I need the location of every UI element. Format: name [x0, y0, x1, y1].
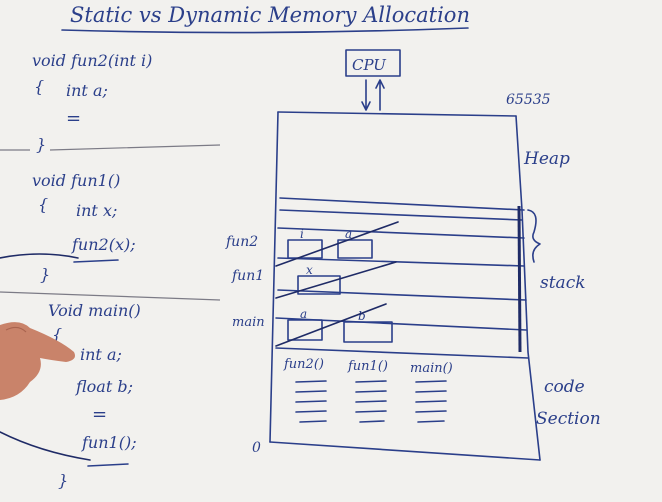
- fun1-call-underline: [73, 259, 119, 263]
- main-close-brace: }: [58, 471, 68, 490]
- stack-label: stack: [540, 273, 586, 293]
- code-main: Void main() { int a; float b; = fun1(); …: [0, 301, 141, 490]
- title: Static vs Dynamic Memory Allocation: [70, 3, 470, 27]
- frame-var-label: b: [358, 309, 366, 323]
- cpu-arrow-up: [375, 79, 385, 111]
- frame-var-box: [343, 321, 393, 343]
- memory-bottom-edge: [269, 441, 541, 461]
- code-fun1: void fun1() { int x; fun2(x); }: [0, 171, 221, 301]
- memory-block: [269, 111, 541, 461]
- code-column-label: fun1(): [347, 359, 388, 374]
- code-lines-main: [415, 380, 447, 423]
- cpu-arrow-down: [361, 79, 371, 111]
- memory-right-edge: [515, 115, 541, 461]
- frame-cross-out: [275, 303, 387, 347]
- fun2-close-brace: }: [36, 135, 46, 154]
- heap-label: Heap: [523, 149, 570, 169]
- code-fun2: void fun2(int i) { int a; = }: [0, 51, 221, 154]
- frame-var-box: [287, 319, 323, 341]
- frame-label-fun2: fun2: [225, 234, 258, 250]
- main-dots: =: [92, 404, 107, 425]
- frame-label-fun1: fun1: [231, 268, 264, 284]
- main-body-call: fun1();: [81, 433, 137, 452]
- fun1-close-brace: }: [40, 265, 50, 284]
- bottom-address: 0: [252, 440, 261, 456]
- frame-var-label: i: [300, 227, 304, 241]
- main-body-float: float b;: [75, 377, 133, 396]
- code-section-label-1: code: [544, 377, 585, 397]
- code-column-label: fun2(): [283, 357, 324, 372]
- fun2-body: int a;: [66, 81, 108, 100]
- frame-var-box: [337, 239, 373, 259]
- stack-frame-main: main a b: [232, 303, 393, 347]
- stack-line: [275, 347, 529, 359]
- pointer-arrow-1: [0, 253, 79, 259]
- title-underline: [61, 27, 469, 34]
- main-call-underline: [87, 463, 129, 467]
- frame-var-box: [297, 275, 341, 295]
- stack-frame-fun2: fun2 i a: [225, 221, 399, 267]
- cpu-label: CPU: [352, 56, 387, 74]
- stack-marker-bar: [517, 205, 522, 353]
- stack-line: [277, 257, 525, 267]
- fun1-header: void fun1(): [32, 171, 120, 190]
- fun1-body-decl: int x;: [76, 201, 117, 220]
- top-address: 65535: [506, 92, 551, 108]
- memory-left-edge: [269, 111, 279, 443]
- stack-brace: [527, 209, 541, 263]
- fun1-open-brace: {: [38, 195, 48, 214]
- code-column-label: main(): [410, 361, 453, 376]
- pointer-arrow-2: [0, 431, 91, 461]
- fun1-body-call: fun2(x);: [71, 235, 136, 254]
- frame-var-label: a: [300, 307, 307, 321]
- main-open-brace: {: [52, 325, 62, 344]
- main-body-int: int a;: [80, 345, 122, 364]
- stack-line: [277, 289, 527, 301]
- frame-var-label: x: [306, 263, 313, 277]
- frame-var-label: a: [345, 227, 352, 241]
- stack-line: [277, 227, 525, 239]
- main-header: Void main(): [48, 301, 141, 320]
- stack-frame-fun1: fun1 x: [231, 261, 397, 299]
- frame-label-main: main: [232, 315, 265, 330]
- pointing-hand: [0, 322, 75, 400]
- heap-boundary-line: [279, 197, 525, 211]
- frame-cross-out: [275, 221, 399, 267]
- code-lines-fun1: [355, 380, 387, 423]
- stack-line: [279, 209, 523, 221]
- fun2-header: void fun2(int i): [32, 51, 152, 70]
- separator-line: [0, 144, 221, 151]
- code-section: fun2() fun1() main() code Section: [283, 357, 601, 429]
- separator-line: [0, 291, 221, 301]
- code-lines-fun2: [295, 380, 327, 423]
- code-section-label-2: Section: [536, 409, 601, 429]
- cpu-box: CPU: [345, 49, 401, 111]
- frame-cross-out: [275, 261, 397, 299]
- memory-top-edge: [277, 111, 517, 117]
- fun2-open-brace: {: [34, 77, 44, 96]
- fun2-dots: =: [66, 108, 81, 129]
